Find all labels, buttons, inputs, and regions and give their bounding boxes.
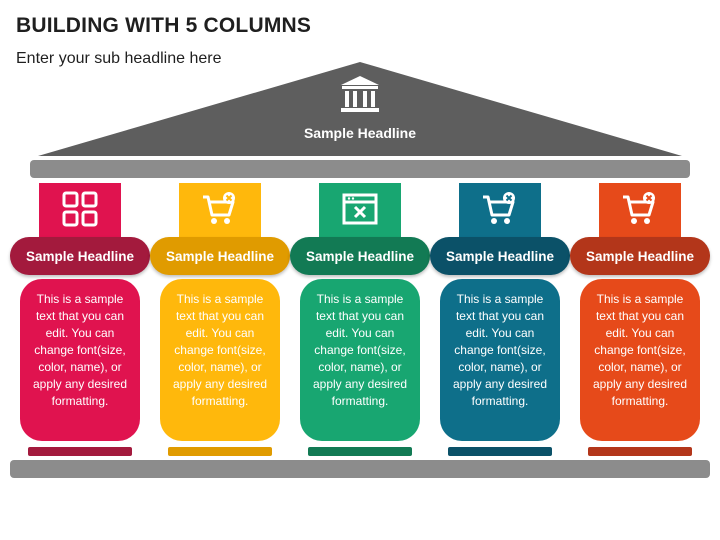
column-1-headline: Sample Headline <box>10 237 150 275</box>
column-5-headline: Sample Headline <box>570 237 710 275</box>
base-bar <box>10 460 710 478</box>
column-2-foot <box>168 447 272 456</box>
column-2-text: This is a sample text that you can edit.… <box>160 279 280 441</box>
column-3: Sample Headline This is a sample text th… <box>290 183 430 458</box>
grid-apps-icon <box>62 191 98 227</box>
page-subtitle: Enter your sub headline here <box>16 50 222 67</box>
column-1-text: This is a sample text that you can edit.… <box>20 279 140 441</box>
column-5-capital <box>599 183 681 238</box>
column-3-headline: Sample Headline <box>290 237 430 275</box>
column-2: Sample Headline This is a sample text th… <box>150 183 290 458</box>
column-5-text: This is a sample text that you can edit.… <box>580 279 700 441</box>
column-3-capital <box>319 183 401 238</box>
column-5-foot <box>588 447 692 456</box>
column-3-foot <box>308 447 412 456</box>
column-2-headline: Sample Headline <box>150 237 290 275</box>
cart-remove-icon <box>203 192 235 224</box>
browser-close-icon <box>342 193 378 225</box>
column-3-text: This is a sample text that you can edit.… <box>300 279 420 441</box>
roof-headline: Sample Headline <box>303 125 417 141</box>
column-4-foot <box>448 447 552 456</box>
cart-remove-icon <box>483 192 515 224</box>
column-4-capital <box>459 183 541 238</box>
column-2-capital <box>179 183 261 238</box>
column-4-text: This is a sample text that you can edit.… <box>440 279 560 441</box>
bank-building-icon <box>341 76 379 112</box>
architrave-bar <box>30 160 690 178</box>
column-5: Sample Headline This is a sample text th… <box>570 183 710 458</box>
cart-remove-icon <box>623 192 655 224</box>
column-4: Sample Headline This is a sample text th… <box>430 183 570 458</box>
column-1-capital <box>39 183 121 238</box>
column-4-headline: Sample Headline <box>430 237 570 275</box>
column-1-foot <box>28 447 132 456</box>
page-title: BUILDING WITH 5 COLUMNS <box>16 14 312 37</box>
column-1: Sample Headline This is a sample text th… <box>10 183 150 458</box>
